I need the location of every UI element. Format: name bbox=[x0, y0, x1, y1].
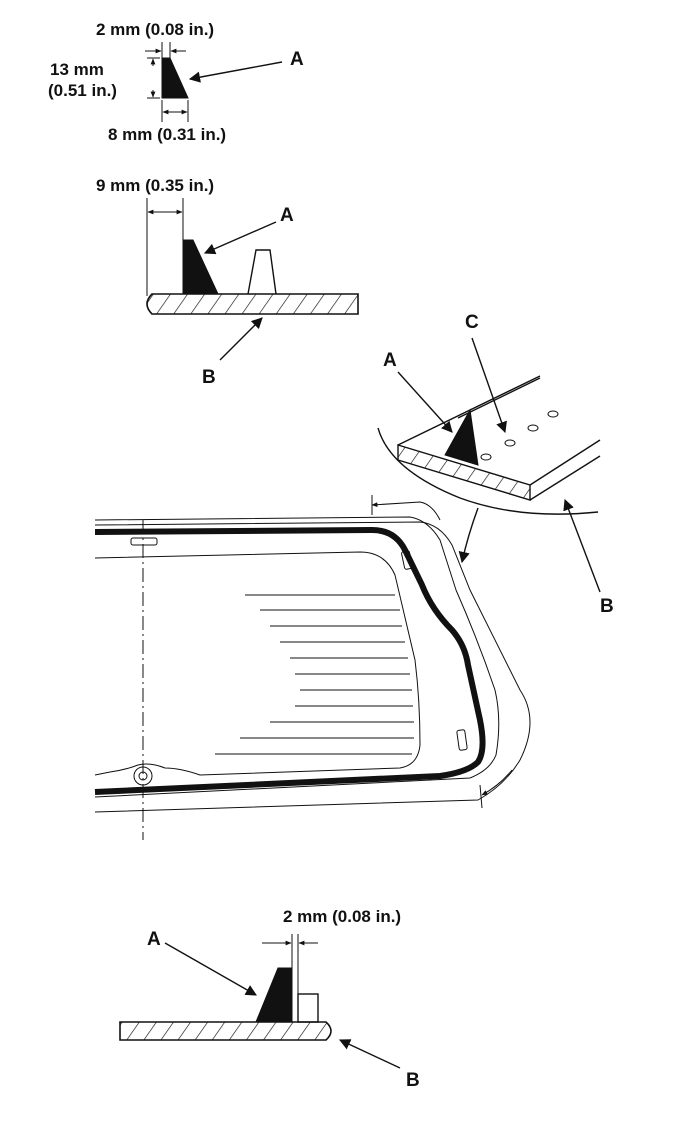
detail-pointer-arrow bbox=[458, 507, 479, 564]
body-flange-b bbox=[146, 293, 359, 315]
leader-line-a bbox=[203, 221, 277, 255]
bead-placement-section: 9 mm (0.35 in.) A B bbox=[96, 176, 359, 388]
lower-mount-circle bbox=[133, 766, 153, 786]
callout-a-bead-placement: A bbox=[280, 205, 294, 226]
urethane-bead-a bbox=[255, 967, 293, 1023]
glass-edge-curve bbox=[377, 427, 599, 515]
lower-mount-center bbox=[138, 771, 148, 781]
bead-offset-dimension: 9 mm (0.35 in.) bbox=[96, 176, 214, 195]
side-spacer-upper bbox=[401, 550, 413, 570]
leader-line-a bbox=[164, 942, 257, 996]
bead-base-width-dimension: 8 mm (0.31 in.) bbox=[108, 125, 226, 144]
bead-profile-detail: 2 mm (0.08 in.) 13 mm (0.51 in.) 8 mm (0… bbox=[48, 20, 304, 144]
leader-line-b bbox=[563, 498, 601, 593]
flange-inner-edge bbox=[457, 377, 541, 419]
glass-edge-isometric-detail: C A B bbox=[377, 312, 614, 617]
bottom-bead-section: 2 mm (0.08 in.) A B bbox=[119, 907, 420, 1091]
callout-a-bottom-bead: A bbox=[147, 929, 161, 950]
edge-range-arrow-top bbox=[371, 501, 441, 521]
glass-shading bbox=[215, 594, 414, 755]
callout-b-bottom-flange: B bbox=[406, 1070, 420, 1091]
flange-top-front-edge bbox=[529, 439, 601, 486]
glass-outer-edge bbox=[94, 516, 500, 798]
callout-a-bead-iso: A bbox=[383, 350, 397, 371]
callout-b-body-flange: B bbox=[202, 367, 216, 388]
edge-range-arrow-bottom bbox=[481, 769, 513, 796]
leader-line-c bbox=[471, 337, 507, 434]
bead-top-width-dimension: 2 mm (0.08 in.) bbox=[96, 20, 214, 39]
leader-line-a bbox=[397, 371, 453, 433]
callout-a-bead-profile: A bbox=[290, 49, 304, 70]
bead-height-dimension-in: (0.51 in.) bbox=[48, 81, 117, 100]
bottom-gap-dimension: 2 mm (0.08 in.) bbox=[283, 907, 401, 926]
callout-b-flange-iso: B bbox=[600, 596, 614, 617]
body-flange-b bbox=[119, 1021, 332, 1041]
spacer-block bbox=[297, 993, 319, 1023]
spacer-c bbox=[480, 453, 492, 461]
flange-bottom-front-edge bbox=[529, 455, 601, 501]
urethane-bead-path bbox=[94, 526, 486, 795]
flange-top-back-edge bbox=[397, 375, 541, 446]
urethane-bead-a bbox=[182, 239, 219, 295]
callout-c-spacer: C bbox=[465, 312, 479, 333]
spacer-c bbox=[504, 439, 516, 447]
side-spacer-lower bbox=[456, 729, 468, 751]
leader-line-a bbox=[188, 61, 283, 83]
spacer-c bbox=[527, 424, 539, 432]
spacer-c bbox=[547, 410, 559, 418]
leader-line-b bbox=[219, 317, 263, 361]
upper-clip bbox=[130, 537, 158, 546]
urethane-bead-iso bbox=[444, 408, 479, 466]
bead-height-dimension-mm: 13 mm bbox=[50, 60, 104, 79]
ceramic-band-inner-edge bbox=[94, 551, 421, 776]
body-opening-outline bbox=[94, 521, 531, 813]
urethane-bead-profile bbox=[161, 57, 189, 99]
edge-range-tick-bottom bbox=[479, 784, 483, 809]
leader-line-b bbox=[338, 1039, 401, 1069]
windshield-half-view bbox=[94, 495, 531, 840]
glass-dam bbox=[247, 249, 277, 295]
